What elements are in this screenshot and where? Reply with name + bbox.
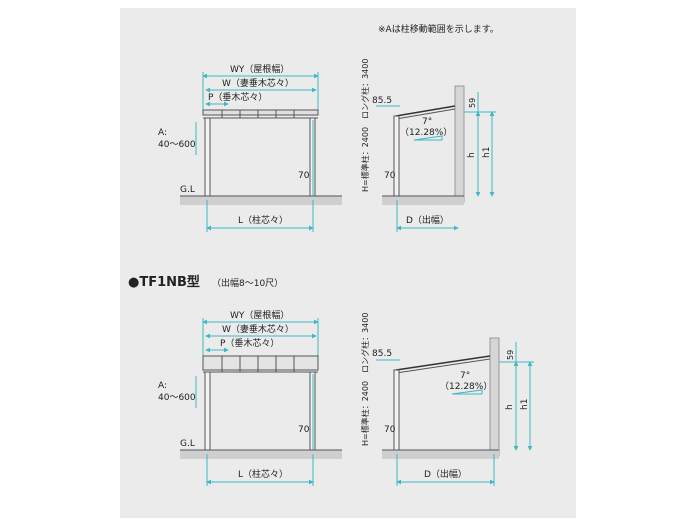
post-height-label: H=標準柱：2400 ロング柱：3400: [360, 59, 370, 192]
slope-percent: （12.28%）: [440, 381, 492, 392]
house-wall: [489, 337, 500, 457]
a-label: A:: [158, 381, 167, 391]
sloped-roof-underside: [395, 108, 456, 120]
side-post: [393, 369, 400, 451]
section-title: ●TF1NB型: [128, 274, 200, 290]
h-label: h: [505, 404, 515, 410]
ground-strip: [180, 450, 342, 459]
gl-label: G.L: [180, 185, 195, 195]
side-post: [393, 115, 400, 197]
w-label: W（妻垂木芯々）: [222, 77, 294, 89]
sloped-roof-underside: [395, 358, 491, 374]
w-label: W（妻垂木芯々）: [222, 323, 294, 335]
wy-label: WY（屋根幅）: [230, 309, 289, 321]
dim-70: 70: [384, 171, 396, 181]
post-height-label: H=標準柱：2400 ロング柱：3400: [360, 313, 370, 446]
p-label: P（垂木芯々）: [208, 91, 267, 103]
l-label: L（柱芯々）: [238, 214, 288, 226]
angle-label: 7°: [460, 371, 470, 381]
roof-panel: [202, 109, 319, 116]
slope-indicator: [451, 389, 483, 395]
angle-label: 7°: [422, 117, 432, 127]
dim-70: 70: [298, 171, 310, 181]
side-view-1: 85.5 7° （12.28%） H=標準柱：2400 ロング柱：3400 70…: [360, 59, 496, 232]
sloped-roof: [395, 105, 456, 117]
ground-strip: [180, 196, 342, 205]
d-label: D（出幅）: [406, 214, 449, 226]
slope-percent: （12.28%）: [400, 127, 452, 138]
dim-59: 59: [468, 98, 477, 108]
rafters: [221, 110, 295, 118]
h1-label: h1: [482, 147, 492, 158]
wy-label: WY（屋根幅）: [230, 63, 289, 75]
dim-855: 85.5: [372, 349, 392, 359]
section-subtitle: （出幅8～10尺）: [212, 277, 283, 289]
ground-strip: [382, 196, 464, 205]
a-range: 40～600: [158, 393, 196, 403]
front-view-1: WY（屋根幅） W（妻垂木芯々） P（垂木芯々） A: 40～600 70 G.…: [158, 63, 342, 232]
a-range: 40～600: [158, 140, 196, 150]
left-post: [204, 117, 211, 197]
slope-indicator: [413, 135, 443, 141]
dim-70: 70: [384, 425, 396, 435]
dim-855: 85.5: [372, 96, 392, 106]
p-label: P（垂木芯々）: [220, 337, 279, 349]
h1-label: h1: [520, 399, 530, 410]
house-wall: [454, 85, 465, 203]
roof-panel: [202, 355, 319, 371]
rafters: [221, 356, 295, 372]
a-label: A:: [158, 128, 167, 138]
note-text: ※Aは柱移動範囲を示します。: [378, 23, 499, 35]
ground-strip: [382, 450, 499, 459]
sloped-roof: [395, 355, 491, 371]
dim-59: 59: [506, 350, 515, 360]
side-view-2: 85.5 7° （12.28%） H=標準柱：2400 ロング柱：3400 70…: [360, 313, 534, 486]
diagram-panel: [120, 8, 576, 518]
left-post: [204, 371, 211, 451]
front-view-2: WY（屋根幅） W（妻垂木芯々） P（垂木芯々） A: 40～600 70 G.…: [158, 309, 342, 486]
d-label: D（出幅）: [424, 468, 467, 480]
h-label: h: [467, 152, 477, 158]
l-label: L（柱芯々）: [238, 468, 288, 480]
gl-label: G.L: [180, 439, 195, 449]
dim-70: 70: [298, 425, 310, 435]
